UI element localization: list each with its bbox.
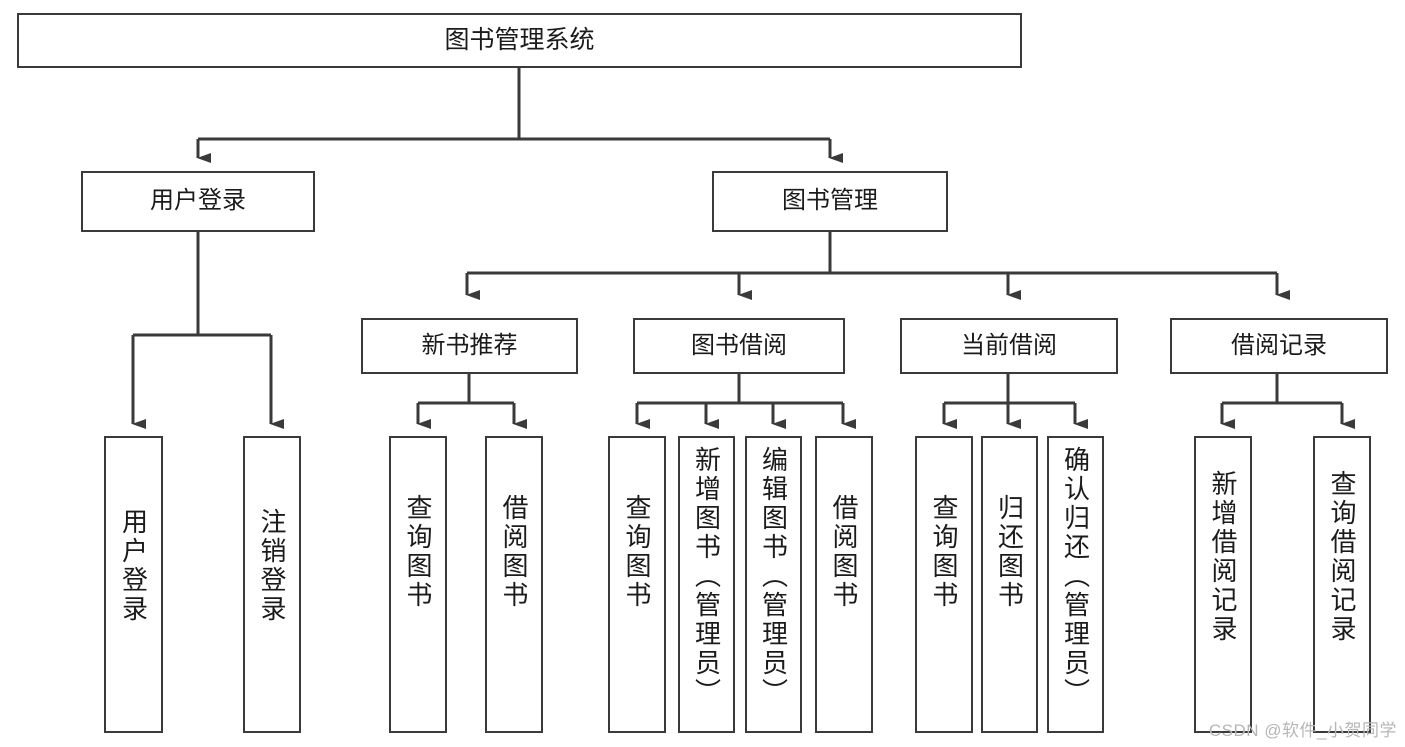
node-user-login[interactable]: 用户登录 — [81, 171, 315, 232]
node-leaf-user-login[interactable]: 用户登录 — [104, 436, 163, 733]
node-leaf-borrow-book-recommend[interactable]: 借阅图书 — [485, 436, 543, 733]
node-leaf-query-book-borrow[interactable]: 查询图书 — [608, 436, 666, 733]
node-label: 注销登录 — [257, 508, 287, 624]
node-label: 查询图书 — [403, 494, 433, 610]
node-label: 编辑图书（管理员） — [758, 446, 789, 707]
node-label: 借阅图书 — [829, 494, 859, 610]
watermark-text: CSDN @软件_小贺同学 — [1208, 721, 1397, 740]
node-label: 新增借阅记录 — [1208, 470, 1238, 644]
node-label: 查询图书 — [929, 494, 959, 610]
node-label: 查询图书 — [622, 494, 652, 610]
node-current-borrow[interactable]: 当前借阅 — [900, 318, 1118, 374]
node-label: 确认归还（管理员） — [1060, 446, 1091, 707]
node-borrow-record[interactable]: 借阅记录 — [1170, 318, 1388, 374]
node-leaf-edit-book-admin[interactable]: 编辑图书（管理员） — [745, 436, 802, 733]
node-leaf-confirm-return-admin[interactable]: 确认归还（管理员） — [1047, 436, 1104, 733]
node-label: 借阅图书 — [499, 494, 529, 610]
node-label: 用户登录 — [118, 508, 149, 624]
node-label: 用户登录 — [150, 187, 246, 215]
node-book-borrow[interactable]: 图书借阅 — [633, 318, 845, 374]
node-label: 图书借阅 — [691, 331, 787, 359]
node-label: 图书管理系统 — [444, 25, 595, 54]
node-leaf-query-book-current[interactable]: 查询图书 — [915, 436, 973, 733]
node-book-management[interactable]: 图书管理 — [712, 171, 948, 232]
node-leaf-logout[interactable]: 注销登录 — [243, 436, 301, 733]
node-leaf-return-book[interactable]: 归还图书 — [981, 436, 1038, 733]
node-leaf-query-borrow-record[interactable]: 查询借阅记录 — [1313, 436, 1371, 733]
node-label: 查询借阅记录 — [1327, 470, 1357, 644]
node-label: 借阅记录 — [1231, 331, 1327, 359]
node-label: 归还图书 — [994, 494, 1025, 610]
node-label: 新书推荐 — [421, 331, 518, 359]
node-leaf-add-borrow-record[interactable]: 新增借阅记录 — [1194, 436, 1252, 733]
node-label: 当前借阅 — [961, 331, 1057, 359]
node-leaf-borrow-book[interactable]: 借阅图书 — [815, 436, 873, 733]
node-label: 图书管理 — [782, 187, 878, 215]
node-label: 新增图书（管理员） — [691, 446, 722, 707]
node-root-book-management-system[interactable]: 图书管理系统 — [17, 13, 1022, 68]
node-new-book-recommend[interactable]: 新书推荐 — [361, 318, 578, 374]
node-leaf-query-book-recommend[interactable]: 查询图书 — [389, 436, 447, 733]
node-leaf-add-book-admin[interactable]: 新增图书（管理员） — [678, 436, 735, 733]
